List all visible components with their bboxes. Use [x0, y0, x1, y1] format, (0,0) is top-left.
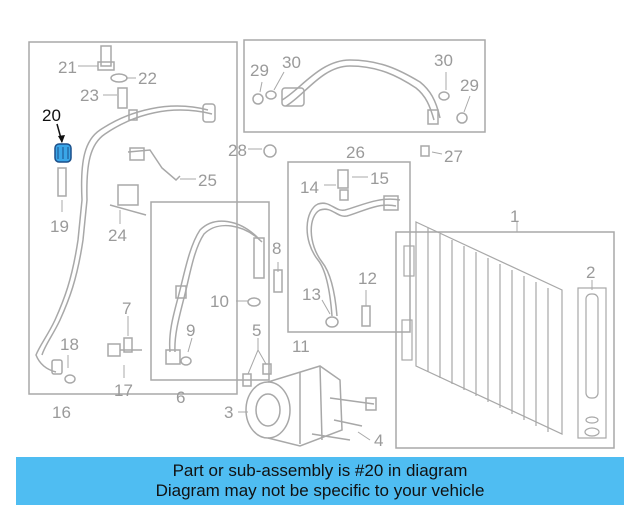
callout-10: 10	[210, 292, 229, 311]
callout-15: 15	[370, 169, 389, 188]
callout-5: 5	[252, 321, 261, 340]
caption-line-1: Part or sub-assembly is #20 in diagram	[172, 461, 468, 480]
callout-29b: 29	[460, 76, 479, 95]
callout-17: 17	[114, 381, 133, 400]
callout-30a: 30	[282, 53, 301, 72]
callout-16: 16	[52, 403, 71, 422]
group-box-1	[395, 231, 615, 449]
group-box-16	[28, 41, 238, 395]
callout-3: 3	[224, 403, 233, 422]
callout-25: 25	[198, 171, 217, 190]
callout-20: 20	[42, 106, 61, 125]
callout-2: 2	[586, 263, 595, 282]
callout-29a: 29	[250, 61, 269, 80]
callout-6: 6	[176, 388, 185, 407]
group-box-26	[243, 39, 486, 133]
callout-11: 11	[292, 337, 310, 356]
compressor-3	[107, 337, 377, 447]
caption-line-2: Diagram may not be specific to your vehi…	[155, 481, 485, 500]
callout-9: 9	[186, 321, 195, 340]
callout-30b: 30	[434, 51, 453, 70]
hose-assembly-6	[165, 220, 283, 366]
callout-21: 21	[58, 58, 77, 77]
callout-27: 27	[444, 147, 463, 166]
callout-4: 4	[374, 431, 383, 450]
callout-7: 7	[122, 299, 131, 318]
part-20-highlight	[54, 123, 72, 163]
callout-18: 18	[60, 335, 79, 354]
callout-22: 22	[138, 69, 157, 88]
condenser-1	[401, 221, 607, 439]
caption-bar: Part or sub-assembly is #20 in diagram D…	[16, 457, 624, 505]
callout-8: 8	[272, 239, 281, 258]
callout-26: 26	[346, 143, 365, 162]
callout-23: 23	[80, 86, 99, 105]
callout-19: 19	[50, 217, 69, 236]
pipe-assembly-11	[306, 169, 401, 328]
leader-lines	[61, 65, 593, 441]
hose-assembly-26	[252, 59, 468, 158]
callout-1: 1	[510, 207, 519, 226]
callout-14: 14	[300, 178, 319, 197]
callout-12: 12	[358, 269, 377, 288]
callout-28: 28	[228, 141, 247, 160]
group-box-11	[287, 161, 411, 333]
pipe-assembly-16	[35, 45, 216, 384]
group-box-6	[150, 201, 270, 381]
callout-24: 24	[108, 226, 127, 245]
callout-13: 13	[302, 285, 321, 304]
